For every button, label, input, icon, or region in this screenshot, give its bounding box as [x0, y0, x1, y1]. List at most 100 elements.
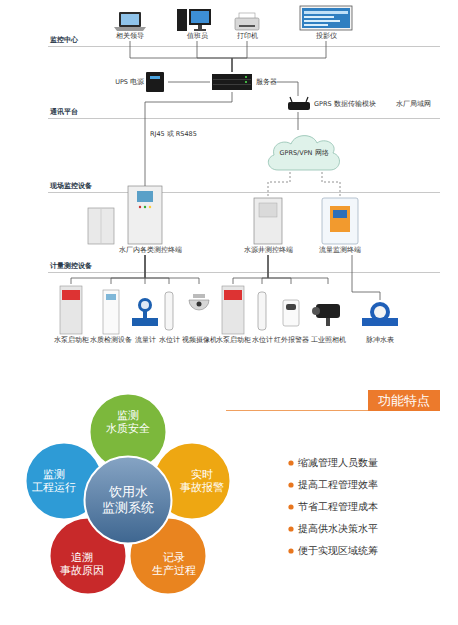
router-icon	[288, 97, 310, 110]
flow-terminal-icon	[330, 206, 350, 232]
pulse-meter-icon	[374, 306, 386, 318]
terminal-node: 水源井测控终端	[244, 198, 293, 255]
device-node: 流量计	[135, 284, 156, 345]
level-probe-icon	[258, 292, 266, 330]
circle-shape	[90, 394, 167, 471]
bullet-dot	[288, 548, 293, 553]
circle-shape	[85, 457, 172, 544]
control-cabinet-icon	[139, 206, 141, 208]
node-label: 水泵启动柜	[216, 336, 251, 345]
cabinet-icon	[88, 208, 114, 244]
server-icon	[213, 79, 251, 80]
projector-screen-icon	[304, 11, 348, 14]
laptop-icon	[119, 12, 141, 27]
text-holder: 监测 工程运行	[31, 468, 77, 494]
flow-terminal-icon	[333, 210, 347, 218]
projector-screen-icon	[300, 6, 352, 30]
node-label: 水厂内各类测控终端	[119, 246, 182, 255]
server-icon	[212, 74, 252, 90]
device-node: 水位计	[159, 284, 180, 345]
desktop-icon	[194, 29, 206, 31]
water-quality-icon	[103, 290, 119, 334]
section-label: 通讯平台	[50, 108, 78, 117]
center-circle: 饮用水 监测系统	[83, 455, 173, 545]
well-terminal-icon	[259, 203, 277, 217]
text-holder: GPRS/VPN 网络	[279, 149, 329, 157]
connector	[352, 255, 380, 300]
node-label: 红外报警器	[274, 336, 309, 345]
edge-label: RJ45 或 RS485	[149, 130, 198, 138]
section-divider	[48, 192, 440, 193]
node-label: 监测 水质安全	[105, 409, 151, 435]
device-node: 视频摄像机	[182, 284, 217, 345]
bullet-dot	[288, 460, 293, 465]
projector-screen-icon	[304, 20, 340, 22]
node-label: 相关领导	[116, 32, 144, 41]
pump-cabinet-icon	[224, 290, 242, 300]
projector-node: 投影仪	[316, 8, 337, 41]
infrared-alarm-icon	[286, 304, 296, 310]
camera-icon	[312, 307, 320, 315]
bullet-dot	[288, 526, 293, 531]
text-holder: 实时 事故报警	[179, 468, 225, 494]
bullet-dot	[288, 504, 293, 509]
bullet-dot	[288, 460, 293, 553]
connector	[111, 255, 145, 284]
circle-shape	[26, 443, 103, 520]
laptop-icon	[121, 14, 139, 25]
section-divider	[48, 272, 440, 273]
device-node: 水质检测设备	[90, 284, 132, 345]
pump-cabinet-icon	[222, 286, 244, 334]
node-label: 水源井测控终端	[244, 246, 293, 255]
device-node: 脉冲水表	[366, 300, 394, 345]
laptop-icon	[114, 12, 146, 31]
node-label: 流量监测终端	[319, 246, 361, 255]
laptop-node: 相关领导	[116, 8, 144, 41]
projector-screen-icon	[304, 16, 334, 18]
control-cabinet-icon	[144, 206, 146, 208]
node-label: 脉冲水表	[366, 336, 394, 345]
section-label: 计量测控设备	[50, 262, 92, 271]
node-label: 水位计	[159, 336, 180, 345]
desktop-icon	[189, 9, 211, 25]
connector	[262, 255, 268, 284]
level-probe-icon	[258, 292, 266, 330]
connector	[145, 92, 232, 186]
control-cabinet-icon	[137, 191, 153, 202]
pump-cabinet-icon	[222, 286, 244, 334]
circle-shape	[130, 518, 207, 595]
cabinet-icon	[101, 209, 102, 243]
feature-item: 节省工程管理成本	[298, 501, 378, 513]
section-label: 现场监控设备	[50, 182, 92, 191]
connector	[298, 112, 299, 130]
node-label: 水泵启动柜	[54, 336, 89, 345]
ups-icon	[150, 76, 160, 79]
text-holder: 饮用水 监测系统	[98, 484, 158, 515]
connector	[168, 82, 210, 83]
flow-terminal-icon	[322, 198, 358, 244]
node-label: GPRS 数据传输模块	[314, 100, 376, 109]
server-icon	[245, 76, 247, 78]
infrared-alarm-icon	[283, 300, 299, 326]
level-probe-icon	[165, 292, 173, 330]
cloud-node: GPRS/VPN 网络	[264, 130, 344, 172]
pulse-meter-icon	[362, 302, 398, 326]
camera-icon	[312, 304, 340, 326]
printer-icon	[239, 25, 255, 27]
network-label: 水厂局域网	[396, 100, 431, 108]
node-label: 监测 工程运行	[31, 468, 77, 494]
desktop-icon	[198, 25, 202, 29]
section-divider	[48, 47, 440, 273]
circle-shape	[154, 443, 231, 520]
flow-terminal-icon	[322, 198, 358, 244]
flow-meter-icon	[132, 298, 158, 326]
desktop-icon	[177, 9, 187, 31]
node-label: 追溯 事故原因	[59, 551, 105, 577]
laptop-icon	[114, 27, 146, 31]
feature-item: 提高工程管理效率	[298, 479, 378, 491]
connector	[130, 41, 232, 72]
node-label: 功能特点	[378, 390, 430, 411]
well-terminal-icon	[254, 198, 282, 244]
desktop-icon	[177, 9, 211, 31]
terminal-node: 水厂内各类测控终端	[119, 186, 182, 255]
